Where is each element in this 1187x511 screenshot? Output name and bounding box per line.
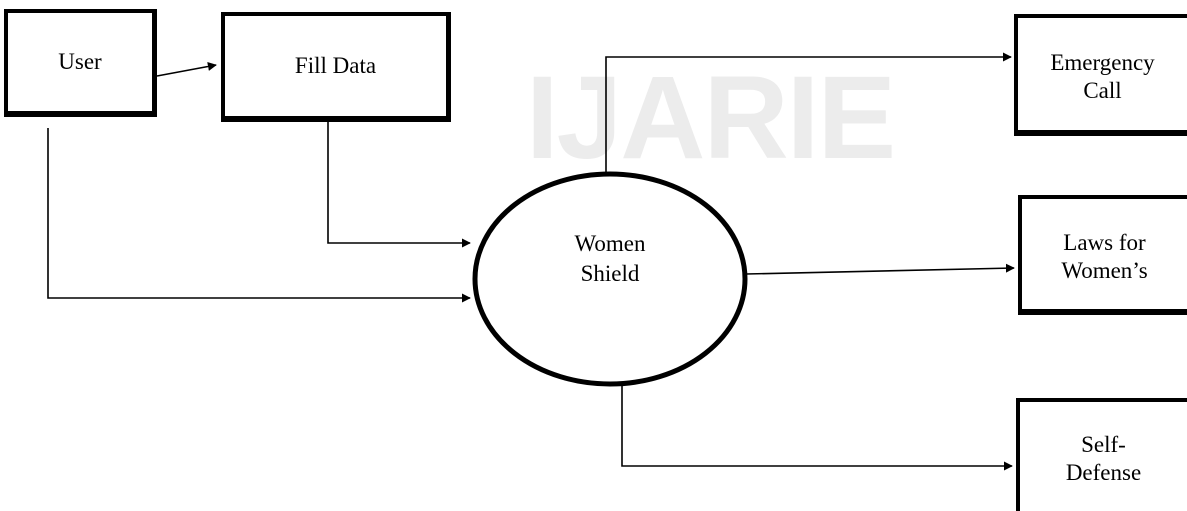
- node-laws-for-women-label: Laws for Women’s: [1061, 230, 1148, 283]
- edge-filldata-to-womenshield: [327, 120, 471, 248]
- node-fill-data: Fill Data: [221, 12, 451, 122]
- node-fill-data-label: Fill Data: [294, 53, 377, 78]
- node-self-defense: Self- Defense: [1016, 398, 1187, 511]
- node-laws-for-women: Laws for Women’s: [1018, 195, 1187, 315]
- edge-womenshield-to-laws: [745, 263, 1015, 275]
- edge-womenshield-to-emergency: [605, 52, 1012, 176]
- edge-womenshield-to-selfdefense: [621, 384, 1013, 471]
- node-emergency-call-label: Emergency Call: [1050, 50, 1155, 103]
- women-shield-ellipse: [472, 171, 748, 387]
- edge-user-to-filldata: [156, 62, 217, 77]
- node-emergency-call: Emergency Call: [1014, 14, 1187, 136]
- node-user-label: User: [58, 49, 102, 74]
- node-user: User: [4, 9, 157, 117]
- edge-user-to-womenshield: [47, 128, 471, 303]
- node-women-shield-label: Women Shield: [574, 231, 646, 286]
- node-self-defense-label: Self- Defense: [1065, 431, 1142, 485]
- node-women-shield: Women Shield: [510, 229, 710, 289]
